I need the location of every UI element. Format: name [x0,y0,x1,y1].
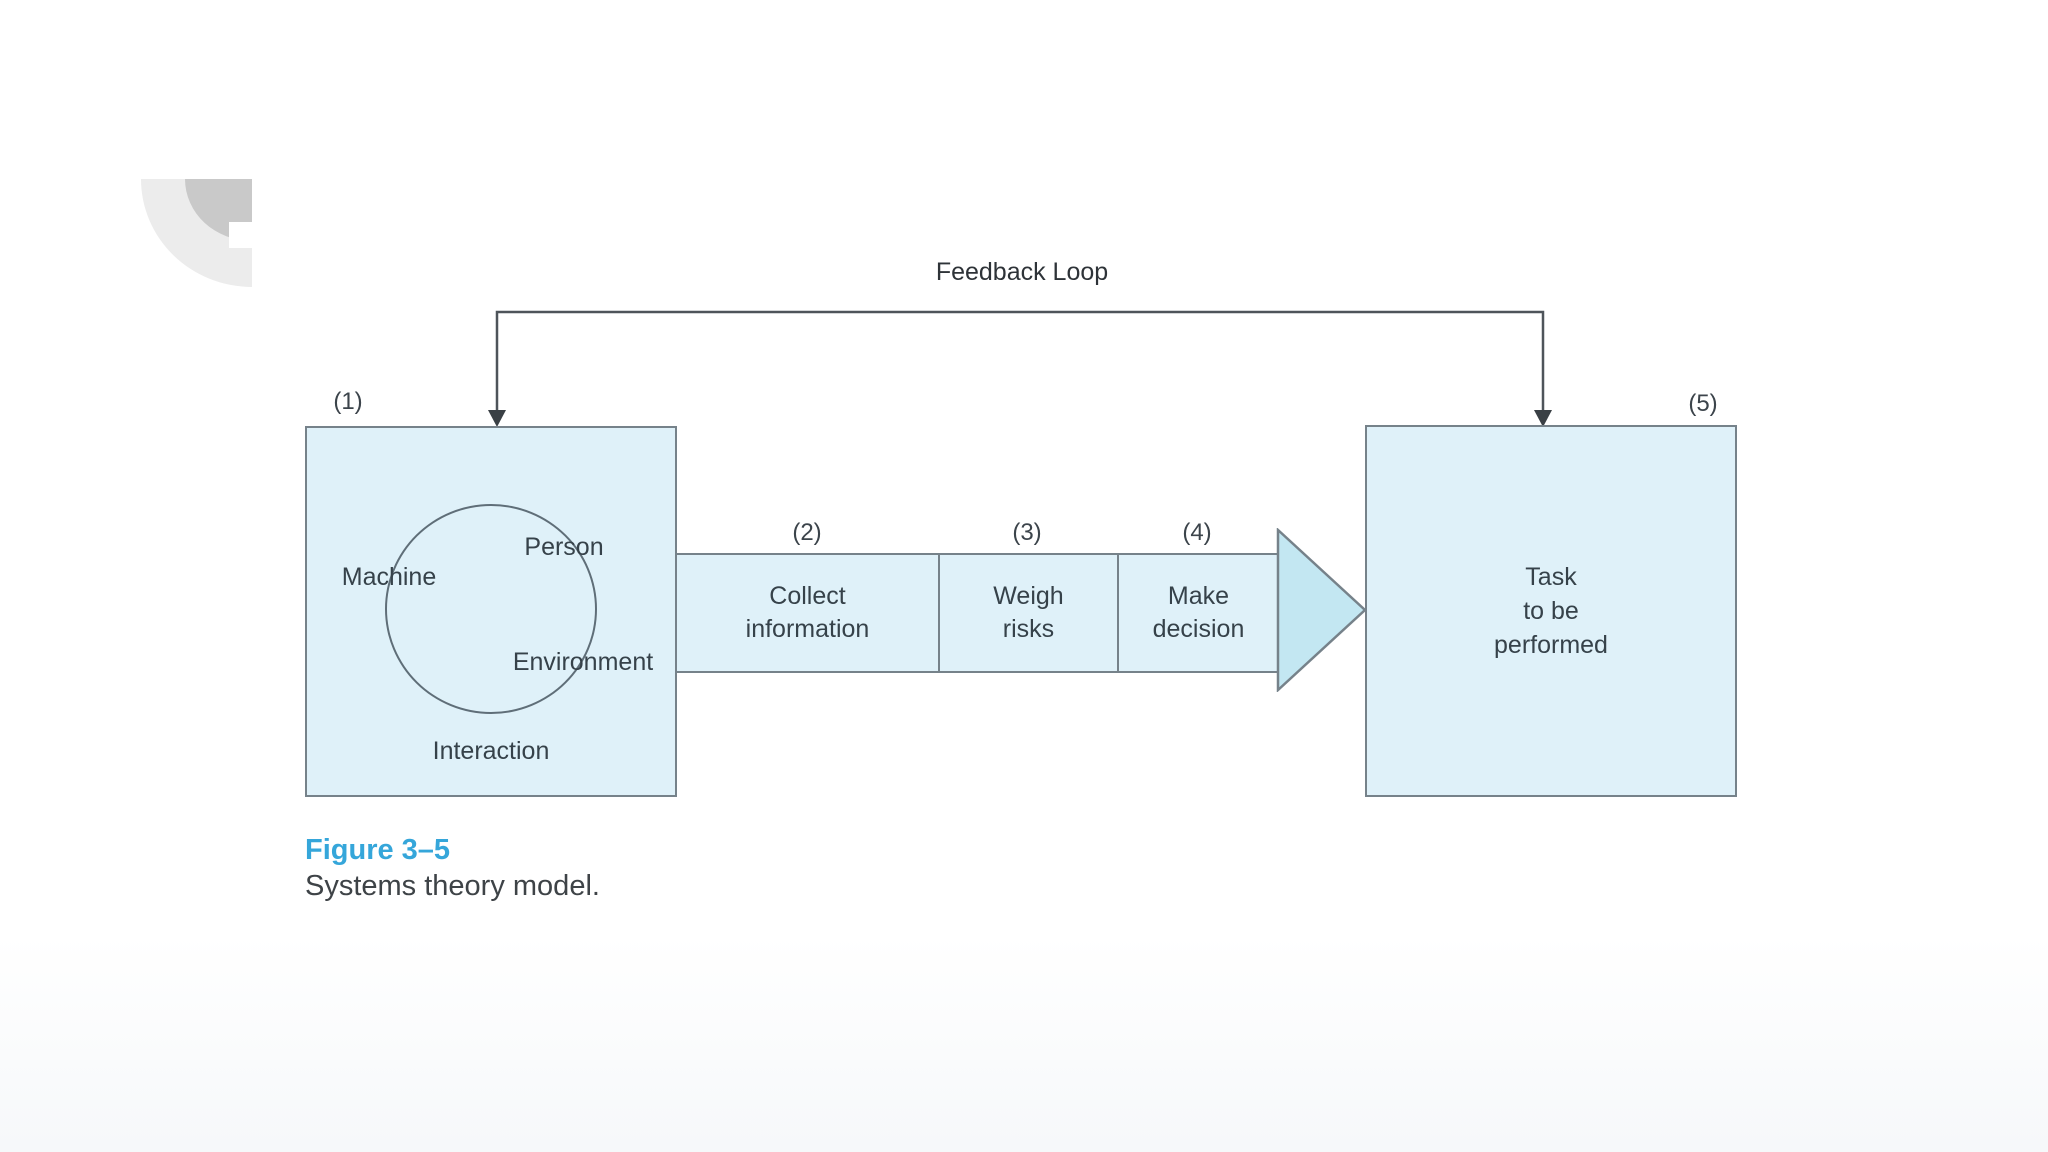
process-arrowhead-triangle [1276,528,1367,692]
step-2-line-1: Collect [769,582,846,610]
task-line-3: performed [1494,631,1608,659]
task-box-number: (5) [1688,390,1718,417]
task-box [1365,425,1737,797]
task-line-2: to be [1523,597,1579,625]
feedback-loop-label: Feedback Loop [935,258,1109,286]
arrowhead-shape [1276,528,1367,692]
figure-caption-title: Systems theory model. [305,870,600,902]
swoosh-notch [229,222,254,248]
task-line-1: Task [1525,563,1577,591]
feedback-arrowhead-left [488,410,506,427]
feedback-loop-line [495,310,1545,424]
step-collect-information: Collect information [677,555,938,671]
step-make-decision: Make decision [1117,555,1278,671]
step-weigh-risks: Weigh risks [938,555,1117,671]
step-2-number: (2) [792,519,822,546]
step-4-number: (4) [1182,519,1212,546]
interaction-circle [385,504,597,714]
step-3-line-2: risks [1002,615,1055,643]
process-arrow-band: Collect information Weigh risks Make dec… [677,553,1278,673]
machine-label: Machine [341,563,437,591]
step-2-line-2: information [745,615,870,643]
interaction-label: Interaction [432,737,550,765]
figure-caption-label: Figure 3–5 [305,834,451,866]
step-3-number: (3) [1012,519,1042,546]
person-label: Person [524,533,604,561]
task-box-text: Task to be performed [1365,560,1737,662]
feedback-arrowhead-right [1534,410,1552,427]
step-3-line-1: Weigh [993,582,1064,610]
environment-label: Environment [512,648,654,676]
system-box-number: (1) [333,388,363,415]
step-4-line-2: decision [1152,615,1245,643]
step-4-line-1: Make [1167,582,1230,610]
